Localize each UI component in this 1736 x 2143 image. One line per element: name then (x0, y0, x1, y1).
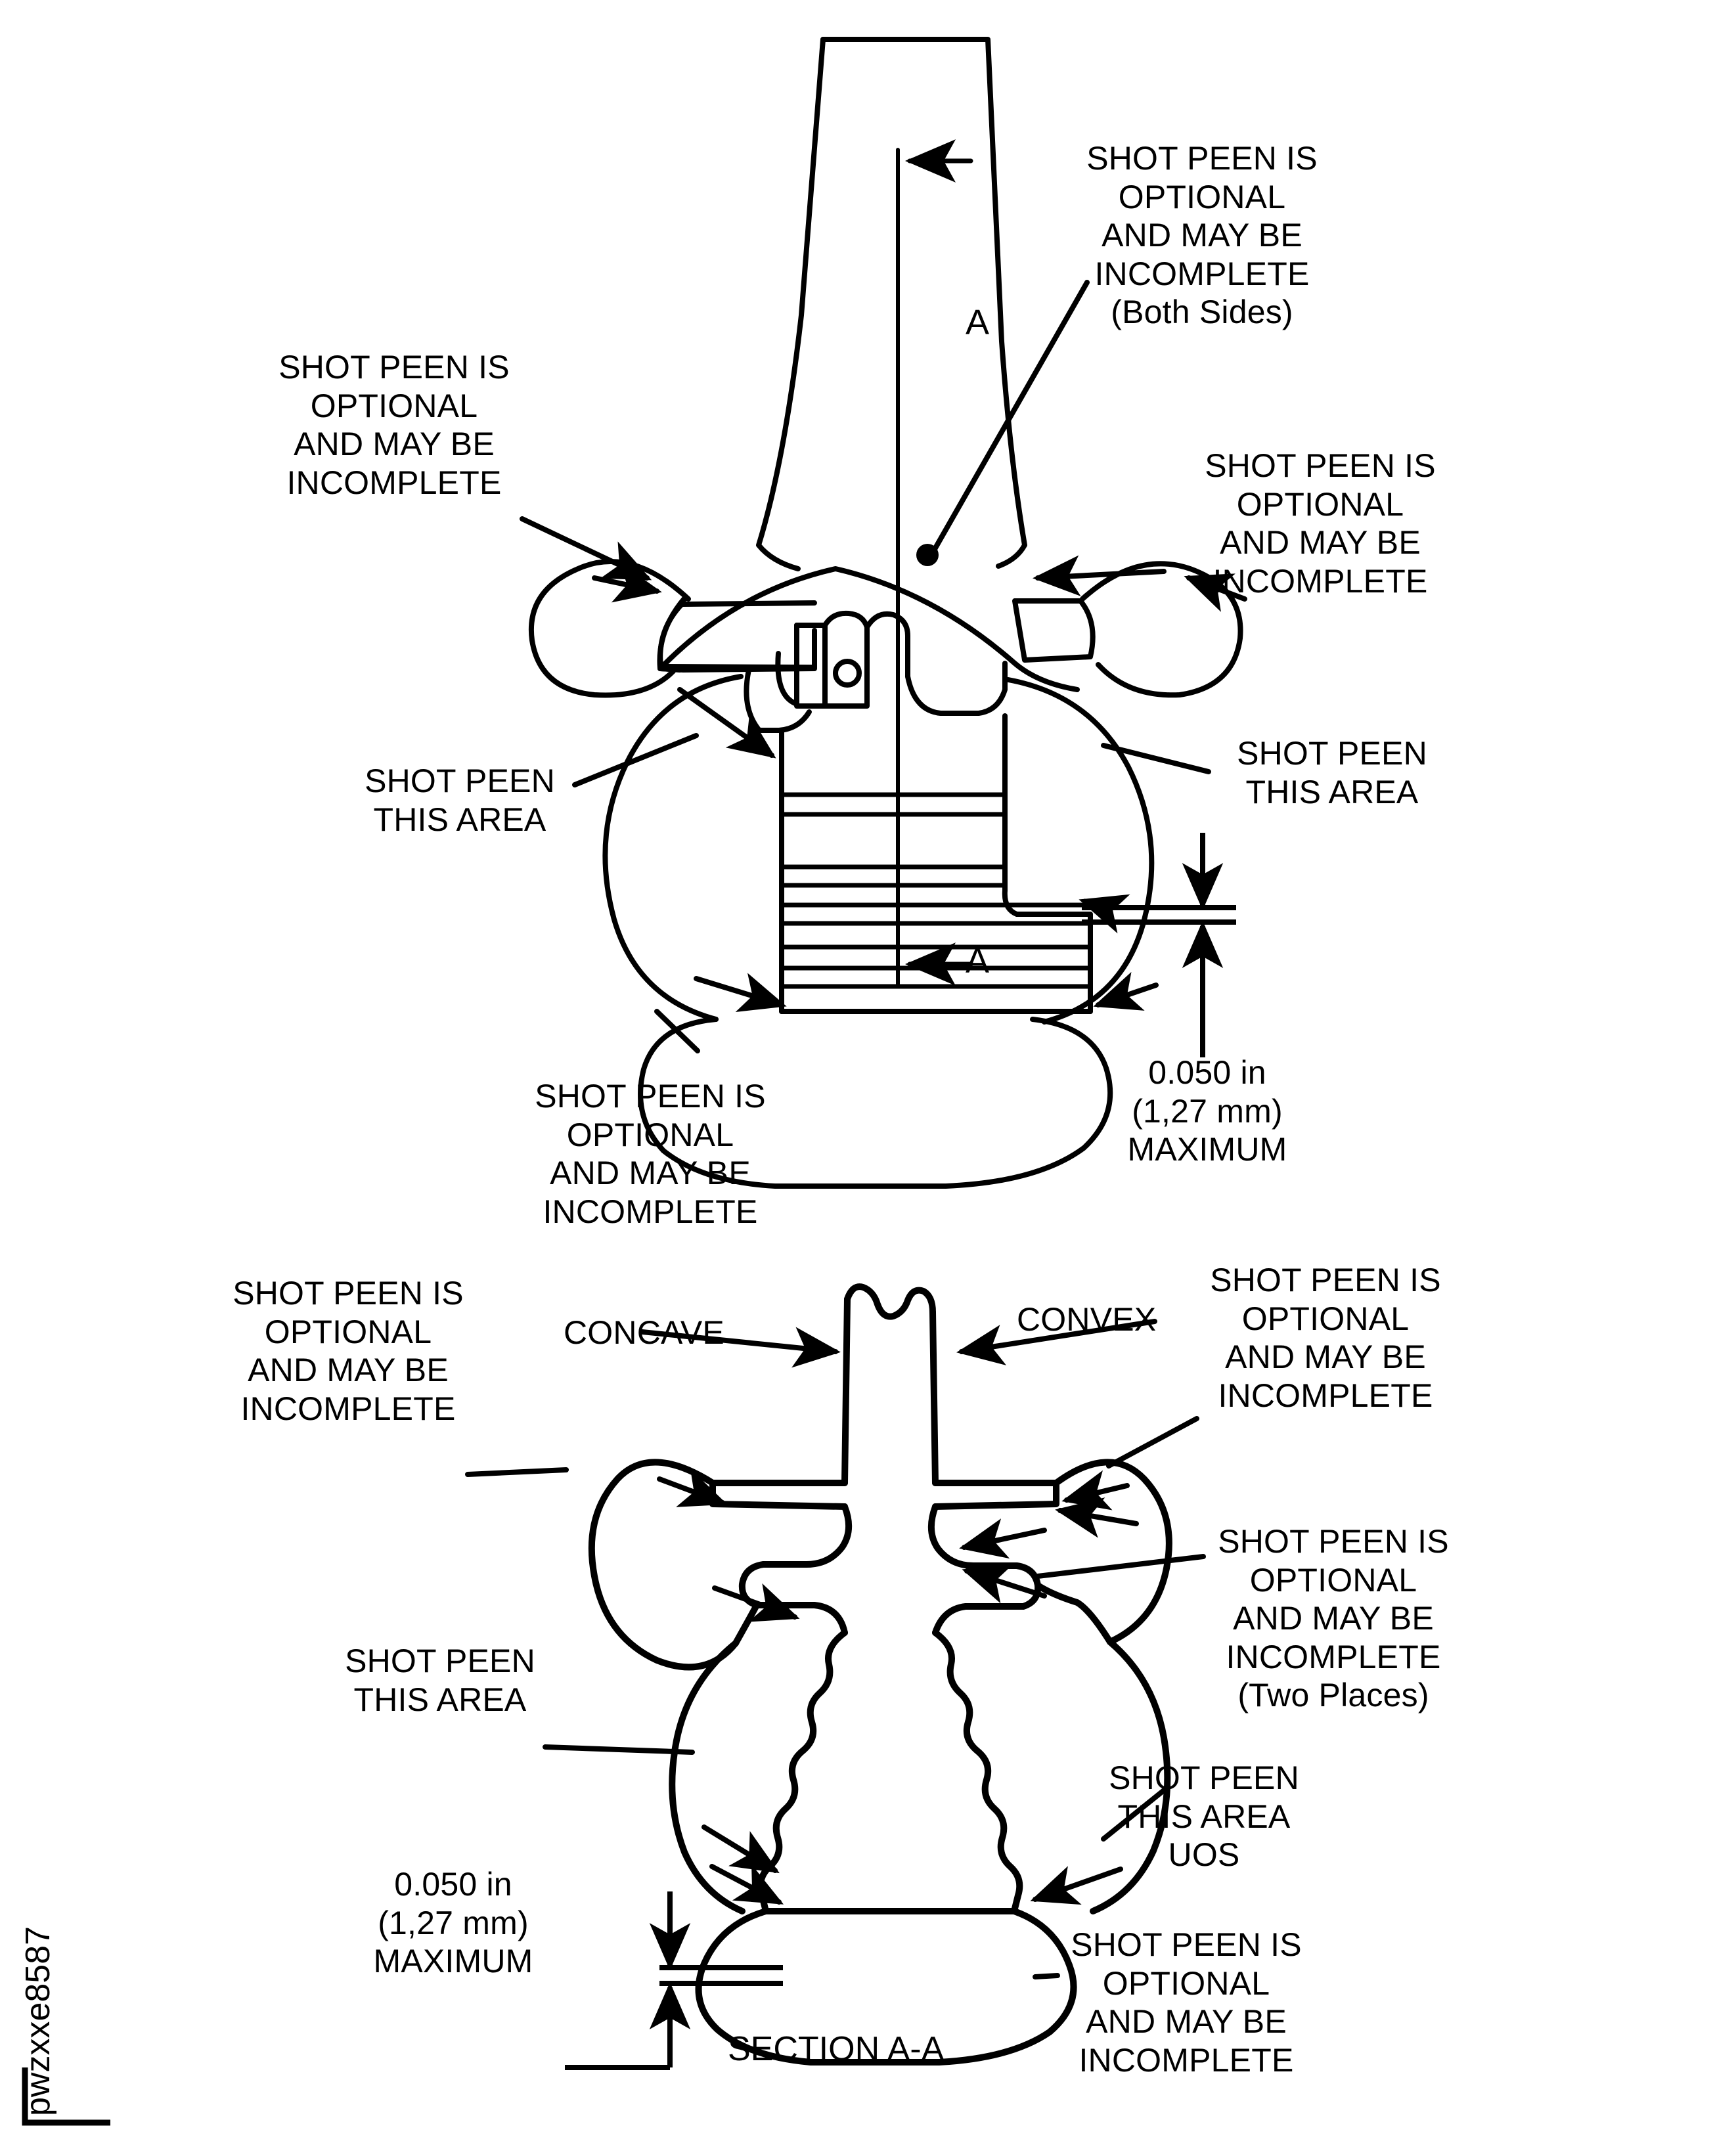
section-mark-top: A (966, 303, 990, 342)
leader-left-mid (572, 733, 699, 787)
figure-id-block: pwzxxe8587 (14, 1880, 62, 2116)
right-bulb (1080, 561, 1243, 698)
lock-pin-hole (833, 659, 862, 688)
airfoil-left-edge (756, 37, 826, 571)
annotation-top-left-mid: SHOT PEEN THIS AREA (365, 762, 555, 838)
arrow-sec-right-lobe2 (1055, 1497, 1139, 1538)
leader-concave (640, 1327, 841, 1368)
lock-detail-right-ext (905, 661, 1008, 716)
annotation-concave: CONCAVE (564, 1314, 724, 1351)
section-view-leaders (465, 1319, 1206, 1979)
arrow-sec-left-base (709, 1864, 784, 1905)
arrow-sec-right-lobe (1061, 1470, 1130, 1511)
arrow-sec-right-undercut (959, 1518, 1047, 1559)
leader-sec-left-mid (543, 1744, 695, 1755)
annotation-top-bottom-center: SHOT PEEN IS OPTIONAL AND MAY BE INCOMPL… (535, 1078, 766, 1230)
section-left-undercut (738, 1503, 853, 1636)
figure-id-bracket (22, 2067, 110, 2126)
platform-arm-left (709, 1480, 848, 1510)
leader-right-upper (1033, 555, 1167, 596)
airfoil-tip-wavy (844, 1283, 936, 1320)
section-mark-bottom: A (966, 941, 990, 981)
top-view-dimension (1079, 833, 1236, 1057)
annotation-sec-left-mid: SHOT PEEN THIS AREA (345, 1643, 535, 1718)
leader-sec-right-lower (1101, 1788, 1167, 1842)
section-body-left-flank (669, 1640, 746, 1914)
root-serration-lines (779, 792, 1093, 989)
section-body-right-flank (1090, 1639, 1171, 1914)
section-left-lobe-join (732, 1602, 760, 1646)
annotation-sec-right-mid: SHOT PEEN IS OPTIONAL AND MAY BE INCOMPL… (1218, 1523, 1449, 1713)
lock-detail-left-ext (744, 667, 782, 733)
root-right-step (1002, 888, 1093, 1014)
leader-bottom-center (654, 1009, 700, 1053)
arrow-left-bulb-inner (592, 562, 662, 603)
arrow-sec-right-undercut2 (962, 1564, 1047, 1604)
annotation-sec-left-upper: SHOT PEEN IS OPTIONAL AND MAY BE INCOMPL… (233, 1275, 464, 1427)
arrow-sec-right-base (1030, 1866, 1123, 1905)
leader-right-mid (1101, 743, 1211, 774)
section-right-lobe-join (1035, 1582, 1113, 1645)
airfoil-stub-left (841, 1296, 851, 1486)
section-right-lobe (1053, 1459, 1172, 1645)
annotation-convex: CONVEX (1017, 1301, 1157, 1338)
lower-shroud (638, 1017, 1113, 1189)
arrow-sec-left-flank (712, 1583, 800, 1622)
leader-sec-left-upper (465, 1467, 569, 1477)
firtree-right-serration (932, 1629, 1023, 1914)
section-view-geometry (588, 1283, 1172, 2066)
annotation-top-right-mid: SHOT PEEN THIS AREA (1237, 735, 1427, 810)
annotation-sec-dimension: 0.050 in (1,27 mm) MAXIMUM (373, 1866, 533, 1979)
leader-sec-bottom-right (1033, 1973, 1060, 1979)
annotation-top-right-upper: SHOT PEEN IS OPTIONAL AND MAY BE INCOMPL… (1205, 447, 1436, 600)
leader-upper-left (520, 516, 652, 581)
annotation-top-both-sides: SHOT PEEN IS OPTIONAL AND MAY BE INCOMPL… (1086, 140, 1318, 330)
arrow-into-root-lower-right (1093, 971, 1159, 1011)
annotation-sec-bottom-right: SHOT PEEN IS OPTIONAL AND MAY BE INCOMPL… (1071, 1926, 1302, 2079)
figure-id-text: pwzxxe8587 (19, 1926, 57, 2116)
platform-right-plate (1012, 598, 1096, 663)
leader-sec-right-upper (1106, 1416, 1199, 1469)
dim-tick-left (1079, 894, 1130, 934)
annotation-top-upper-left: SHOT PEEN IS OPTIONAL AND MAY BE INCOMPL… (278, 349, 510, 501)
lock-detail-left-ext2 (776, 709, 812, 733)
annotation-sec-right-upper: SHOT PEEN IS OPTIONAL AND MAY BE INCOMPL… (1210, 1262, 1441, 1414)
platform-arm-right (932, 1480, 1059, 1510)
annotation-sec-right-lower: SHOT PEEN THIS AREA UOS (1109, 1759, 1299, 1873)
platform-top-edge (657, 566, 1080, 692)
arrow-sec-left-lower (701, 1824, 780, 1874)
platform-left-plate-cap (657, 602, 684, 669)
arrow-into-root-lower-left (694, 973, 787, 1012)
leader-convex (956, 1319, 1157, 1365)
root-body-left (602, 674, 744, 1022)
airfoil-right-edge (820, 37, 1027, 569)
section-right-undercut (927, 1503, 1042, 1636)
lock-detail-2 (794, 623, 828, 709)
airfoil-stub-right (929, 1309, 939, 1486)
section-base-bulb (695, 1908, 1077, 2066)
lock-detail-4 (864, 611, 910, 679)
section-view-title: SECTION A-A (728, 2030, 945, 2068)
arrow-into-root-left (677, 687, 776, 759)
arrow-sec-left-lobe (657, 1469, 728, 1507)
section-dimension (565, 1891, 783, 2070)
leader-both-sides (931, 280, 1090, 553)
platform-left-plate-top (679, 600, 817, 607)
leader-sec-right-mid (1035, 1554, 1206, 1579)
top-view-leaders (520, 280, 1247, 1053)
annotation-top-dimension: 0.050 in (1,27 mm) MAXIMUM (1127, 1054, 1287, 1168)
section-left-lobe (588, 1459, 739, 1671)
root-body-right (1006, 677, 1155, 1025)
arrow-right-bulb (1184, 573, 1247, 612)
